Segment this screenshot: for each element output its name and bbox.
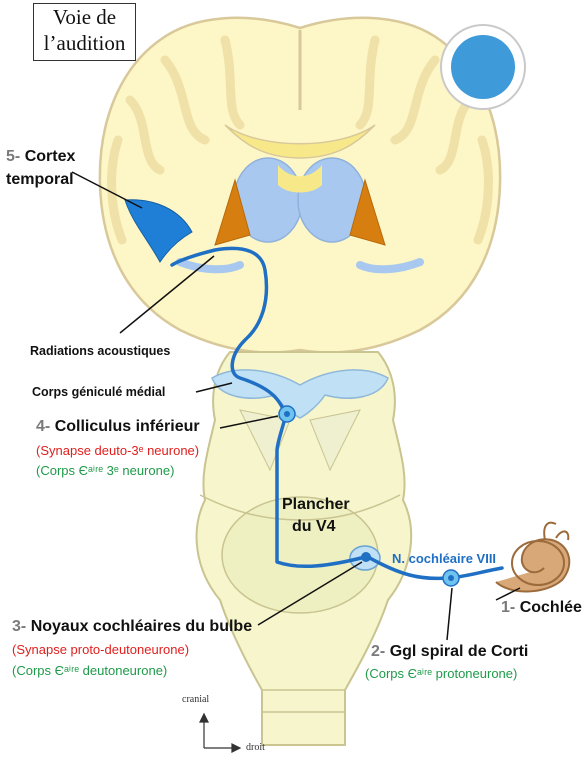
label-cortex-line2: temporal (6, 171, 74, 188)
label-noyaux-num: 3- (12, 618, 27, 635)
label-radiations: Radiations acoustiques (30, 344, 171, 358)
label-noyaux-text: Noyaux cochléaires du bulbe (30, 618, 253, 635)
label-cochlea-num: 1- (501, 599, 516, 616)
brainstem (195, 351, 413, 746)
nuclei-markers (278, 405, 460, 587)
axis-label-droit: droit (246, 742, 265, 753)
label-cochlea: 1- Cochlée (501, 599, 582, 617)
label-cochlea-text: Cochlée (519, 599, 582, 616)
label-geniculate: Corps géniculé médial (32, 385, 166, 399)
label-ggl-num: 2- (371, 643, 386, 660)
label-cortex-line1: 5- Cortex (6, 148, 75, 166)
label-cortex-text: Cortex (24, 148, 76, 165)
label-nerve: N. cochléaire VIII (392, 551, 497, 566)
orientation-axes (199, 712, 242, 753)
label-cortex-num: 5- (6, 148, 21, 165)
label-noyaux-synapse: (Synapse proto-deutoneurone) (12, 642, 190, 657)
title-box: Voie de l’audition (33, 3, 136, 61)
label-colliculus-num: 4- (36, 418, 51, 435)
title-line-2: l’audition (43, 31, 126, 55)
label-colliculus-synapse: (Synapse deuto-3ᵉ neurone) (36, 443, 200, 458)
leader-lines (71, 171, 521, 641)
label-ggl-corps: (Corps Єᵃⁱʳᵉ protoneurone) (365, 666, 518, 681)
label-colliculus-corps: (Corps Єᵃⁱʳᵉ 3ᵉ neurone) (36, 463, 175, 478)
logo-people-icon (451, 35, 515, 99)
label-ggl: 2- Ggl spiral de Corti (371, 643, 528, 661)
brain-section (98, 16, 502, 354)
label-colliculus: 4- Colliculus inférieur (36, 418, 200, 436)
label-plancher-line1: Plancher (282, 496, 350, 513)
label-noyaux-corps: (Corps Єᵃⁱʳᵉ deutoneurone) (12, 663, 168, 678)
label-colliculus-text: Colliculus inférieur (54, 418, 200, 435)
label-noyaux: 3- Noyaux cochléaires du bulbe (12, 618, 252, 636)
label-plancher-line2: du V4 (292, 518, 336, 535)
cochlea-snail (495, 521, 571, 593)
tutorat-logo (440, 24, 526, 110)
axis-label-cranial: cranial (182, 694, 210, 705)
title-line-1: Voie de (52, 5, 117, 29)
label-ggl-text: Ggl spiral de Corti (389, 643, 529, 660)
